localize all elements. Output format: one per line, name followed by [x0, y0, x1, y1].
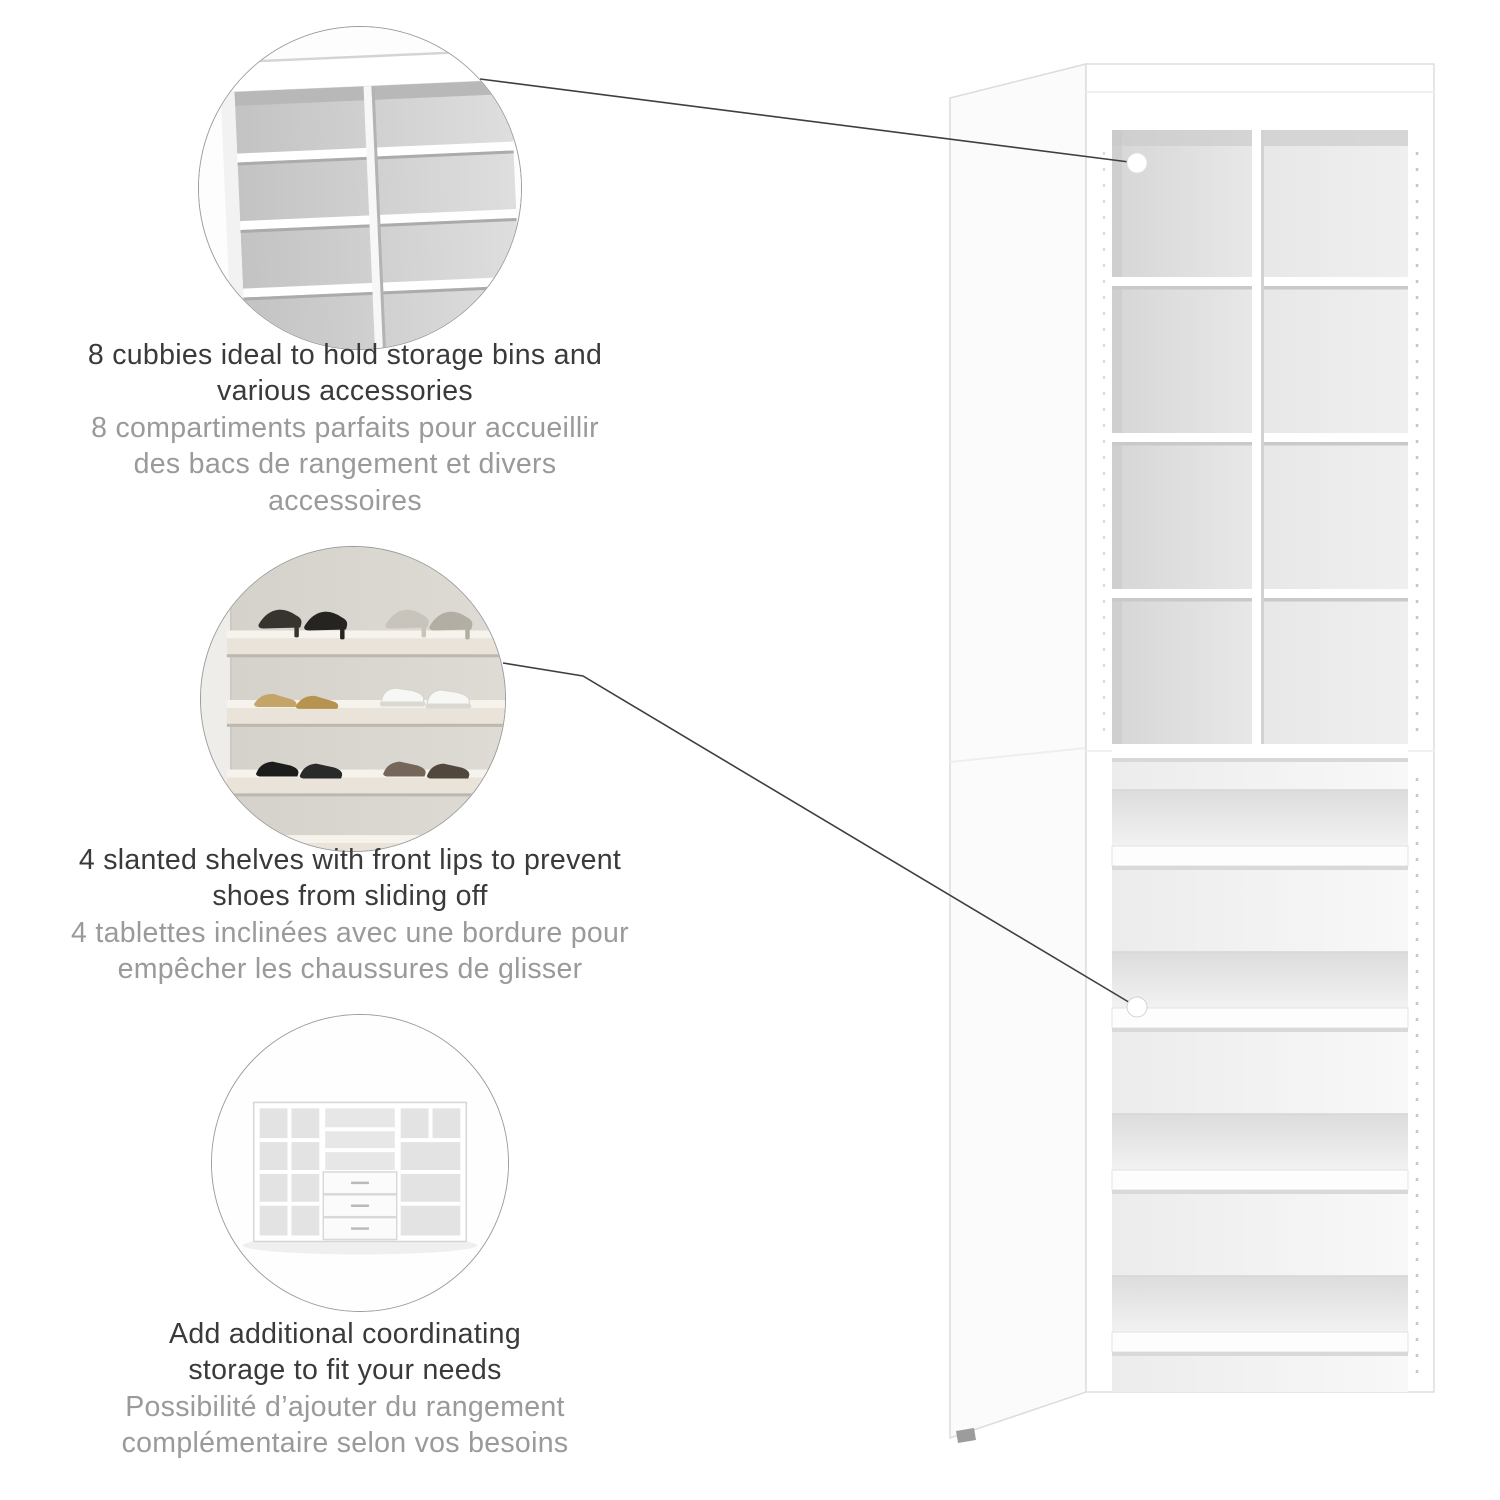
slanted-shoe-shelves [1111, 789, 1409, 1356]
connector-line-shelves [502, 662, 1138, 1008]
caption-line: Possibilité d’ajouter du rangement [125, 1390, 565, 1423]
caption-line: 8 cubbies ideal to hold storage bins and [87, 339, 603, 371]
shoe-shelves-image [200, 546, 506, 852]
shoe-shelves-art [201, 547, 505, 851]
caption-line: 8 compartiments parfaits pour accueillir [91, 411, 599, 444]
caption-slanted-shelves-en: 4 slanted shelves with front lips to pre… [20, 842, 680, 915]
callout-dot [1126, 996, 1148, 1018]
caption-line: empêcher les chaussures de glisser [117, 953, 583, 986]
caption-line: Add additional coordinating [169, 1318, 521, 1350]
caption-cubbies-fr: 8 compartiments parfaits pour accueillir… [45, 410, 645, 519]
cubbies-closeup-art [199, 27, 521, 349]
connector-lines [479, 78, 1138, 1008]
caption-line: storage to fit your needs [188, 1354, 502, 1387]
caption-cubbies: 8 cubbies ideal to hold storage bins and… [45, 337, 645, 519]
closet-system-thumbnail [252, 1101, 468, 1243]
caption-coordinating-storage: Add additional coordinating storage to f… [95, 1316, 595, 1462]
callout-dot [1126, 152, 1148, 174]
caption-slanted-shelves-fr: 4 tablettes inclinées avec une bordure p… [20, 915, 680, 988]
caption-line: 4 slanted shelves with front lips to pre… [78, 844, 622, 876]
caption-line: 4 tablettes inclinées avec une bordure p… [71, 916, 629, 949]
caption-slanted-shelves: 4 slanted shelves with front lips to pre… [20, 842, 680, 988]
caption-coordinating-storage-fr: Possibilité d’ajouter du rangement compl… [95, 1389, 595, 1462]
caption-coordinating-storage-en: Add additional coordinating storage to f… [95, 1316, 595, 1389]
closet-system-image [211, 1014, 509, 1312]
connector-line-cubbies [479, 78, 1138, 164]
caption-line: accessoires [268, 484, 422, 517]
leveling-foot [956, 1428, 976, 1443]
closet-unit-render [949, 63, 1435, 1443]
caption-line: complémentaire selon vos besoins [121, 1427, 569, 1460]
caption-cubbies-en: 8 cubbies ideal to hold storage bins and… [45, 337, 645, 410]
cubbies-closeup-image [198, 26, 522, 350]
caption-line: various accessories [217, 375, 473, 408]
cubby-divider [1252, 130, 1261, 744]
closet-system-art [212, 1015, 508, 1311]
caption-line: des bacs de rangement et divers [133, 448, 557, 481]
caption-line: shoes from sliding off [212, 880, 488, 913]
callout-dots [1126, 152, 1148, 1018]
